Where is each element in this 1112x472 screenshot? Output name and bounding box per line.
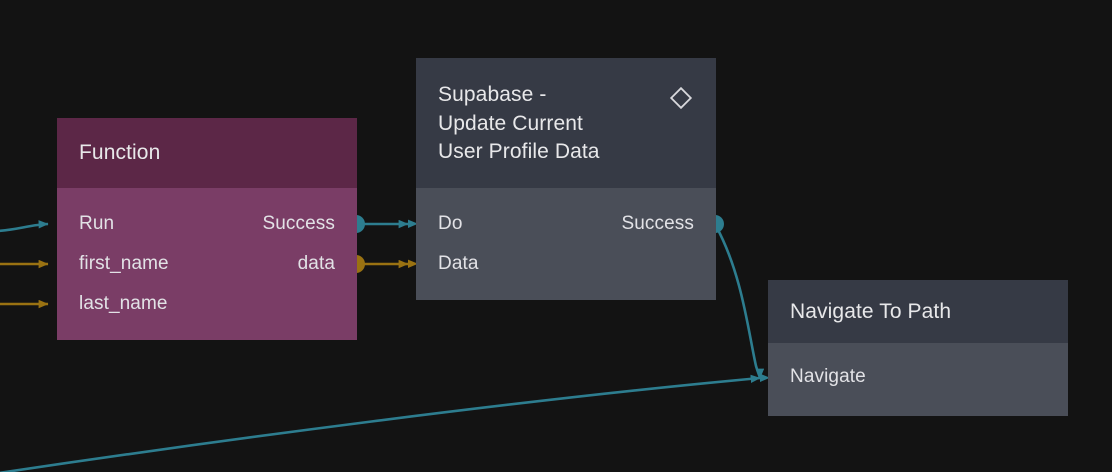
pin-label-data: data [297,253,335,274]
node-navigate-header[interactable]: Navigate To Path [768,280,1068,343]
pin-label-do: Do [438,213,463,234]
pin-label-success: Success [262,213,335,234]
node-supabase-title: Supabase - Update Current User Profile D… [438,83,600,163]
pin-row-run[interactable]: Run Success [57,212,357,236]
edge-in-run [0,220,49,233]
node-function-title: Function [79,141,161,164]
node-supabase-body: Do Success Data [416,188,716,300]
node-navigate-to-path[interactable]: Navigate To Path Navigate [768,280,1068,416]
pin-label-run: Run [79,213,115,234]
pin-label-data-in: Data [438,253,479,274]
pin-label-first-name: first_name [79,253,169,274]
node-function[interactable]: Function Run Success first_name data las… [57,118,357,340]
pin-row-navigate[interactable]: Navigate [768,365,1068,389]
pin-row-first-name[interactable]: first_name data [57,252,357,276]
pin-row-last-name[interactable]: last_name [57,292,357,316]
pin-row-data-in[interactable]: Data [416,252,716,276]
node-function-body: Run Success first_name data last_name [57,188,357,340]
diamond-icon [668,85,694,111]
pin-row-do[interactable]: Do Success [416,212,716,236]
node-function-header[interactable]: Function [57,118,357,188]
node-supabase-update-current-user-profile-data[interactable]: Supabase - Update Current User Profile D… [416,58,716,300]
node-supabase-header[interactable]: Supabase - Update Current User Profile D… [416,58,716,188]
pin-label-supabase-success: Success [621,213,694,234]
edge-success-navigate [714,225,765,379]
edge-bottomleft-navigate [0,374,761,472]
pin-label-last-name: last_name [79,293,168,314]
node-navigate-body: Navigate [768,343,1068,416]
pin-label-navigate: Navigate [790,366,866,387]
node-navigate-title: Navigate To Path [790,300,952,323]
